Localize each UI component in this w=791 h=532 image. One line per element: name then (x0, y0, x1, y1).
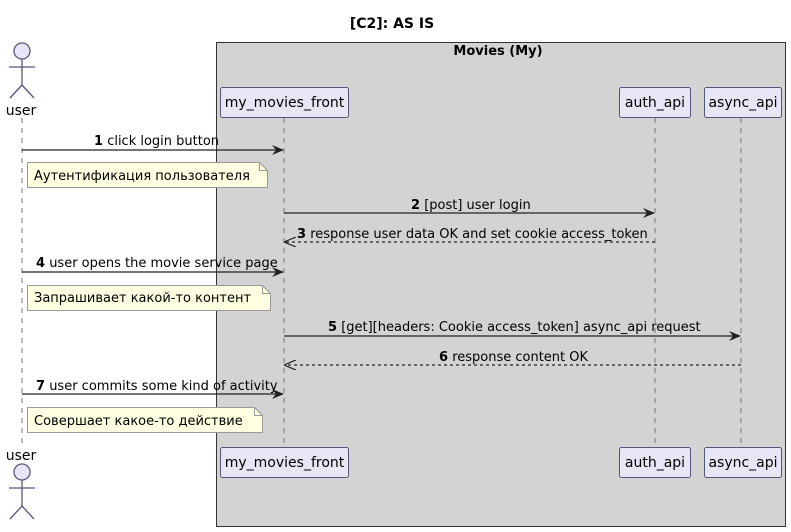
participant-auth-top: auth_api (619, 87, 691, 118)
message-2-number: 2 (411, 198, 420, 213)
message-4-text: user opens the movie service page (49, 256, 278, 271)
message-3-number: 3 (297, 227, 306, 242)
message-3-text: response user data OK and set cookie acc… (310, 227, 648, 242)
message-5-label: 5 [get][headers: Cookie access_token] as… (328, 320, 701, 335)
group-box (216, 42, 786, 527)
message-1-number: 1 (94, 134, 103, 149)
message-5: 5 [get][headers: Cookie access_token] as… (284, 320, 741, 341)
participant-async-label-bottom: async_api (708, 455, 777, 471)
participant-auth-bottom: auth_api (619, 447, 691, 478)
message-6: 6 response content OK (285, 350, 741, 365)
message-2-text: [post] user login (424, 198, 531, 213)
participant-auth-label-bottom: auth_api (625, 455, 685, 471)
participant-async-bottom: async_api (704, 447, 782, 478)
note-3: Совершает какое-то действие (27, 407, 263, 433)
participant-front-label-bottom: my_movies_front (225, 455, 345, 471)
message-2: 2 [post] user login (284, 198, 655, 218)
diagram-title: [C2]: AS IS (350, 16, 434, 32)
message-7-text: user commits some kind of activity (49, 379, 278, 394)
group-label: Movies (My) (453, 44, 542, 59)
message-6-number: 6 (439, 350, 448, 365)
note-2: Запрашивает какой-то контент (27, 285, 271, 311)
message-3: 3 response user data OK and set cookie a… (285, 227, 655, 242)
message-5-text: [get][headers: Cookie access_token] asyn… (341, 320, 700, 335)
actor-user-bottom (9, 463, 35, 520)
message-4-label: 4 user opens the movie service page (36, 256, 278, 271)
note-2-text: Запрашивает какой-то контент (34, 291, 251, 306)
message-1-text: click login button (107, 134, 219, 149)
actor-user-top (9, 42, 35, 99)
message-7-label: 7 user commits some kind of activity (36, 379, 278, 394)
note-3-text: Совершает какое-то действие (34, 414, 243, 429)
message-4-number: 4 (36, 256, 45, 271)
message-2-label: 2 [post] user login (411, 198, 531, 213)
message-5-number: 5 (328, 320, 337, 335)
message-7: 7 user commits some kind of activity (22, 379, 284, 399)
actor-user-label-bottom: user (6, 448, 37, 464)
message-6-text: response content OK (452, 350, 588, 365)
message-3-label: 3 response user data OK and set cookie a… (297, 227, 648, 242)
participant-auth-label: auth_api (625, 95, 685, 111)
message-6-label: 6 response content OK (439, 350, 589, 365)
participant-async-label: async_api (708, 95, 777, 111)
participant-front-top: my_movies_front (220, 87, 349, 118)
message-1: 1 click login button (22, 134, 284, 155)
participant-front-bottom: my_movies_front (220, 447, 349, 478)
participant-front-label: my_movies_front (225, 95, 345, 111)
message-1-label: 1 click login button (94, 134, 219, 149)
message-7-number: 7 (36, 379, 45, 394)
note-1: Аутентификация пользователя (27, 162, 268, 188)
note-1-text: Аутентификация пользователя (34, 169, 250, 184)
participant-async-top: async_api (704, 87, 782, 118)
actor-user-label-top: user (6, 103, 37, 119)
message-4: 4 user opens the movie service page (22, 256, 284, 277)
